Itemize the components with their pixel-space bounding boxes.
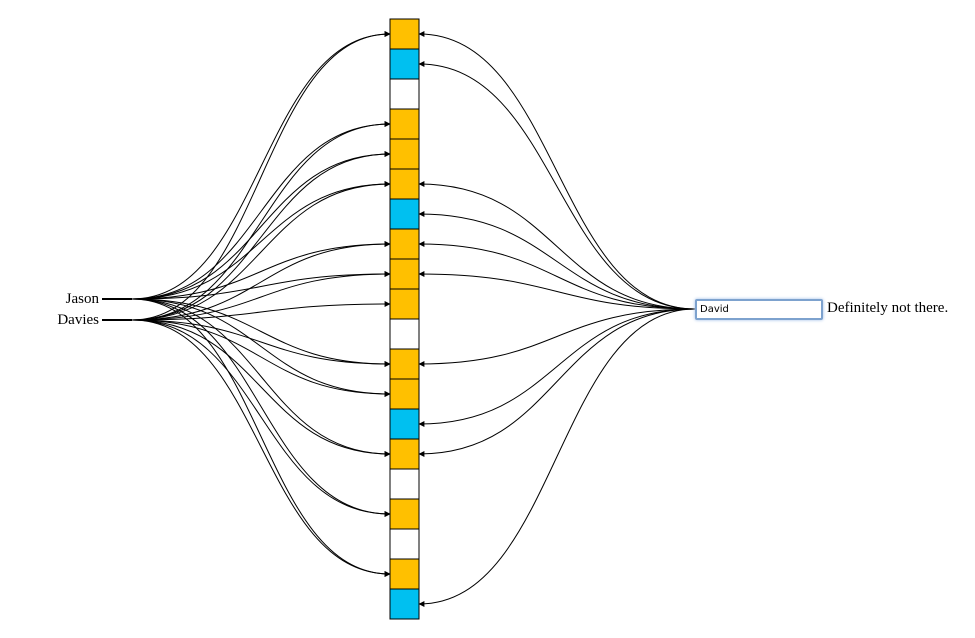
bit-cell-6 [389,198,420,230]
bit-cell-12 [389,378,420,410]
word-link-davies-4 [131,151,391,321]
bit-cell-17 [389,528,420,560]
word-link-davies-14 [131,319,391,457]
word-link-jason-11 [131,298,391,367]
query-input[interactable] [695,299,823,320]
word-link-davies-11 [131,319,391,367]
word-link-davies-5 [131,181,391,321]
query-link-19 [418,308,696,607]
word-link-davies-8 [131,271,391,321]
word-link-davies-16 [131,319,391,517]
word-link-davies-12 [131,319,391,397]
query-link-5 [418,181,696,310]
word-link-davies-0 [131,31,391,321]
bit-cell-11 [389,348,420,380]
bit-cell-19 [389,588,420,620]
bit-cell-3 [389,108,420,140]
query-link-7 [418,241,696,310]
word-label-jason: Jason [65,291,99,307]
query-link-14 [418,308,696,457]
bit-cell-8 [389,258,420,290]
word-link-jason-5 [131,181,391,300]
bit-cell-9 [389,288,420,320]
bit-cell-15 [389,468,420,500]
bit-cell-18 [389,558,420,590]
word-label-davies: Davies [57,312,99,328]
bit-cell-1 [389,48,420,80]
word-link-jason-14 [131,298,391,457]
word-link-jason-0 [131,31,391,300]
bit-cell-2 [389,78,420,110]
word-link-davies-18 [131,319,391,577]
word-link-davies-7 [131,241,391,321]
word-link-jason-12 [131,298,391,397]
bit-cell-5 [389,168,420,200]
word-link-jason-3 [131,121,391,300]
word-link-davies-9 [131,301,391,321]
bit-cell-16 [389,498,420,530]
bit-cell-7 [389,228,420,260]
word-link-davies-3 [131,121,391,321]
bit-cell-14 [389,438,420,470]
word-link-jason-4 [131,151,391,300]
bit-cell-4 [389,138,420,170]
word-link-jason-7 [131,241,391,300]
bit-cell-13 [389,408,420,440]
word-link-jason-18 [131,298,391,577]
query-link-13 [418,308,696,427]
query-result-text: Definitely not there. [827,300,949,316]
query-link-1 [418,61,696,310]
query-link-0 [418,31,696,310]
bit-cell-10 [389,318,420,350]
word-link-jason-8 [131,271,391,300]
query-link-11 [418,308,696,367]
query-link-8 [418,271,696,310]
bit-cell-0 [389,18,420,50]
query-link-6 [418,211,696,310]
